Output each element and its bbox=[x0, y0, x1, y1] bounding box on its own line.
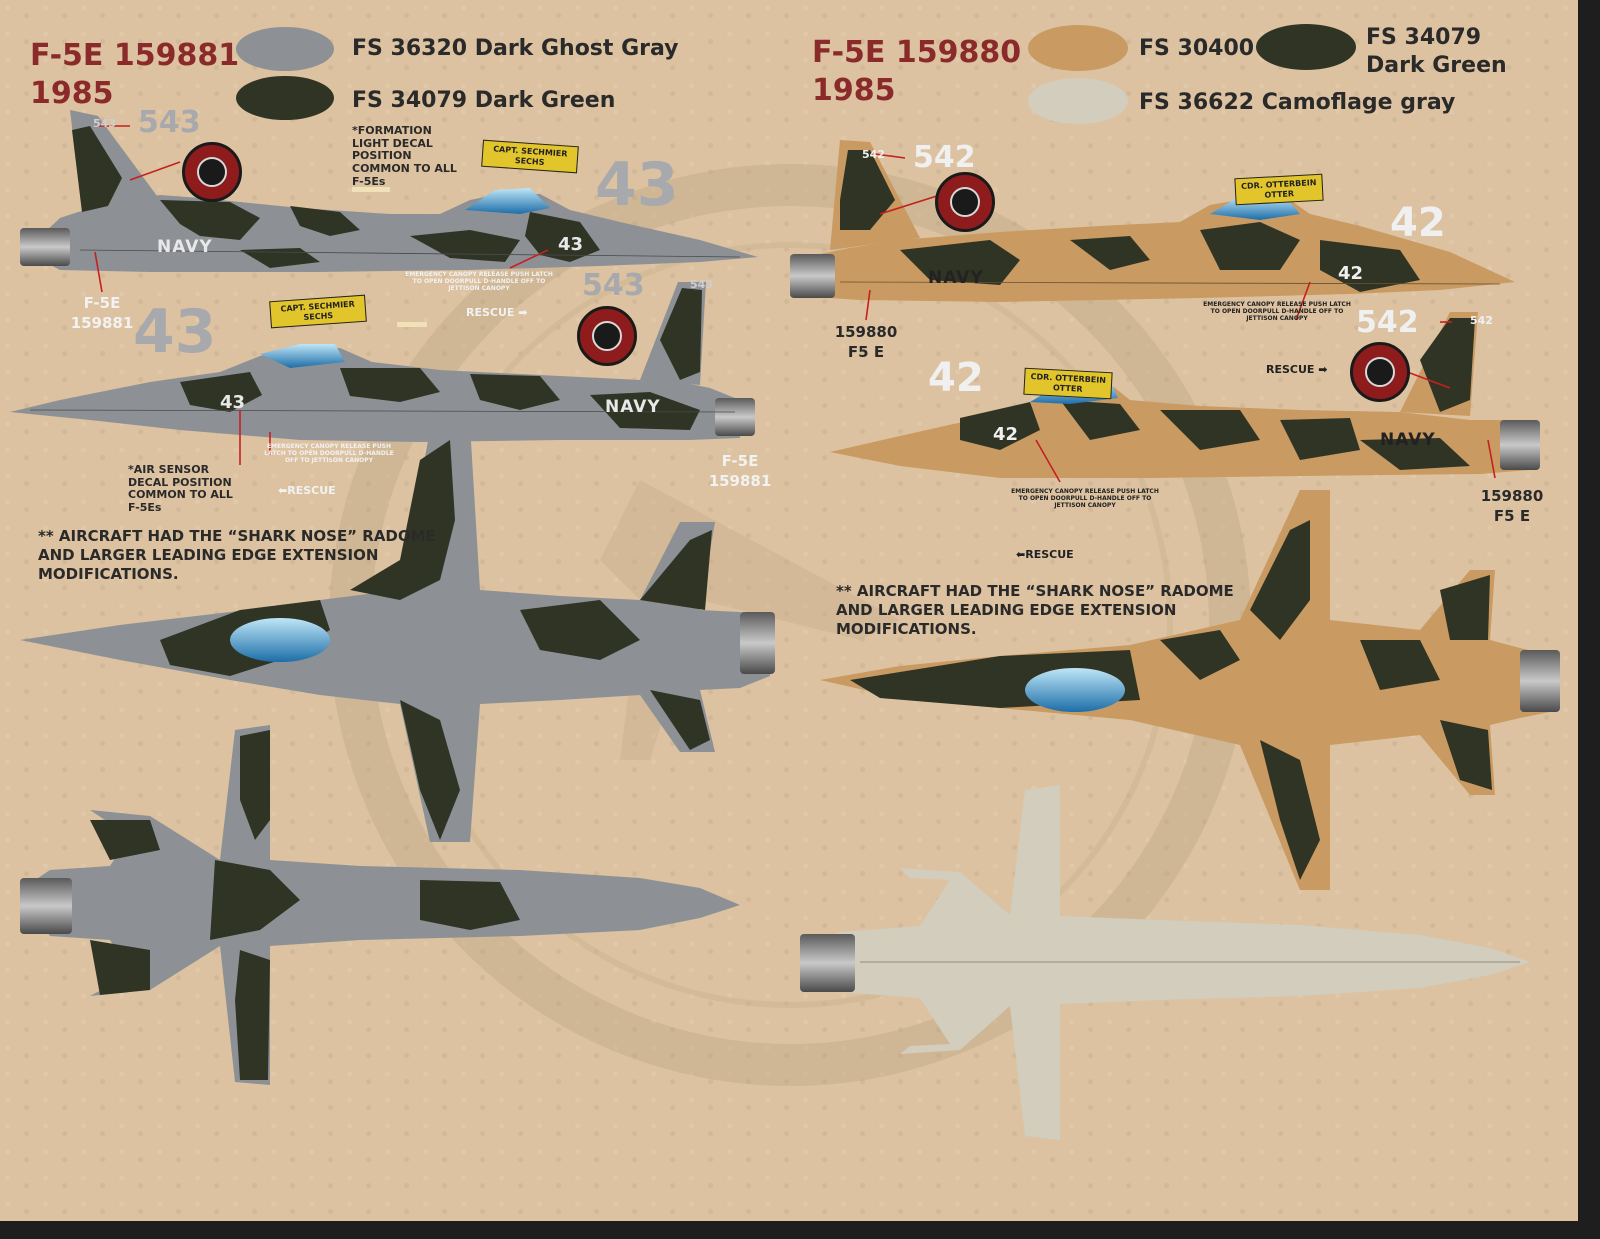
left-tail-number-large: 543 bbox=[138, 105, 201, 140]
right-canopy-placard-2: EMERGENCY CANOPY RELEASE PUSH LATCH TO O… bbox=[1011, 488, 1159, 510]
left-modex-large: 43 bbox=[595, 150, 679, 220]
left-navy-marking-1: NAVY bbox=[157, 237, 213, 257]
left-modex-on-nose: 43 bbox=[558, 234, 584, 255]
right-swatch-label-2: FS 34079 Dark Green bbox=[1366, 25, 1507, 78]
right-modex-on-nose-2: 42 bbox=[993, 424, 1019, 445]
right-rescue-marking-2: ⬅RESCUE bbox=[1016, 548, 1074, 561]
left-formation-note: *FORMATION LIGHT DECAL POSITION COMMON T… bbox=[352, 124, 457, 188]
left-top-view bbox=[20, 425, 775, 842]
right-swatch-dark-green bbox=[1256, 24, 1356, 70]
right-navy-marking-1: NAVY bbox=[928, 268, 984, 288]
left-title: F-5E 159881 bbox=[30, 38, 240, 73]
right-swatch-label-3: FS 36622 Camoflage gray bbox=[1139, 90, 1456, 115]
right-title: F-5E 159880 bbox=[812, 35, 1022, 70]
right-top-view bbox=[820, 490, 1560, 890]
right-modex-large-2: 42 bbox=[928, 355, 984, 401]
left-rescue-marking-1: RESCUE ➡ bbox=[466, 306, 528, 319]
right-tail-number-large-2: 542 bbox=[1356, 305, 1419, 340]
left-air-sensor-note: *AIR SENSOR DECAL POSITION COMMON TO ALL… bbox=[128, 463, 233, 514]
right-modex-large: 42 bbox=[1390, 200, 1446, 246]
right-rescue-marking-1: RESCUE ➡ bbox=[1266, 363, 1328, 376]
left-modex-large-2: 43 bbox=[133, 297, 217, 367]
right-squadron-insignia bbox=[935, 172, 995, 232]
left-tail-number-small-2: 543 bbox=[690, 278, 713, 291]
left-bottom-view bbox=[20, 725, 740, 1085]
right-bottom-view bbox=[800, 785, 1530, 1140]
left-rescue-marking-2: ⬅RESCUE bbox=[278, 484, 336, 497]
left-swatch-ghost-gray bbox=[236, 27, 334, 71]
left-squadron-insignia-2 bbox=[577, 306, 637, 366]
right-shark-nose-note: ** AIRCRAFT HAD THE “SHARK NOSE” RADOME … bbox=[836, 582, 1234, 638]
right-modex-on-nose: 42 bbox=[1338, 263, 1364, 284]
right-profile-starboard bbox=[790, 140, 1515, 302]
left-swatch-label-2: FS 34079 Dark Green bbox=[352, 88, 616, 113]
left-swatch-dark-green bbox=[236, 76, 334, 120]
right-swatch-tan bbox=[1028, 25, 1128, 71]
right-navy-marking-2: NAVY bbox=[1380, 430, 1436, 450]
left-canopy-placard-1: EMERGENCY CANOPY RELEASE PUSH LATCH TO O… bbox=[405, 271, 553, 293]
right-year: 1985 bbox=[812, 73, 896, 108]
left-swatch-label-1: FS 36320 Dark Ghost Gray bbox=[352, 36, 679, 61]
left-shark-nose-note: ** AIRCRAFT HAD THE “SHARK NOSE” RADOME … bbox=[38, 527, 436, 583]
left-profile-port bbox=[10, 282, 755, 442]
right-swatch-camo-gray bbox=[1028, 78, 1128, 124]
left-profile-starboard bbox=[20, 110, 758, 272]
right-tail-number-large: 542 bbox=[913, 140, 976, 175]
formation-light-decal bbox=[352, 187, 390, 192]
right-tail-number-small-2: 542 bbox=[1470, 314, 1493, 327]
right-tail-number-small: 542 bbox=[862, 148, 885, 161]
right-squadron-insignia-2 bbox=[1350, 342, 1410, 402]
left-year: 1985 bbox=[30, 76, 114, 111]
left-modex-on-nose-2: 43 bbox=[220, 392, 246, 413]
leader-lines bbox=[94, 125, 1496, 483]
right-profile-port bbox=[830, 312, 1540, 478]
left-canopy-placard-2: EMERGENCY CANOPY RELEASE PUSH LATCH TO O… bbox=[264, 443, 394, 465]
left-navy-marking-2: NAVY bbox=[605, 397, 661, 417]
left-squadron-insignia bbox=[182, 142, 242, 202]
formation-light-decal-2 bbox=[397, 322, 427, 327]
right-canopy-placard-1: EMERGENCY CANOPY RELEASE PUSH LATCH TO O… bbox=[1203, 301, 1351, 323]
right-swatch-label-1: FS 30400 bbox=[1139, 36, 1255, 61]
left-tail-number-large-2: 543 bbox=[582, 268, 645, 303]
left-tail-number-small: 543 bbox=[93, 117, 116, 130]
